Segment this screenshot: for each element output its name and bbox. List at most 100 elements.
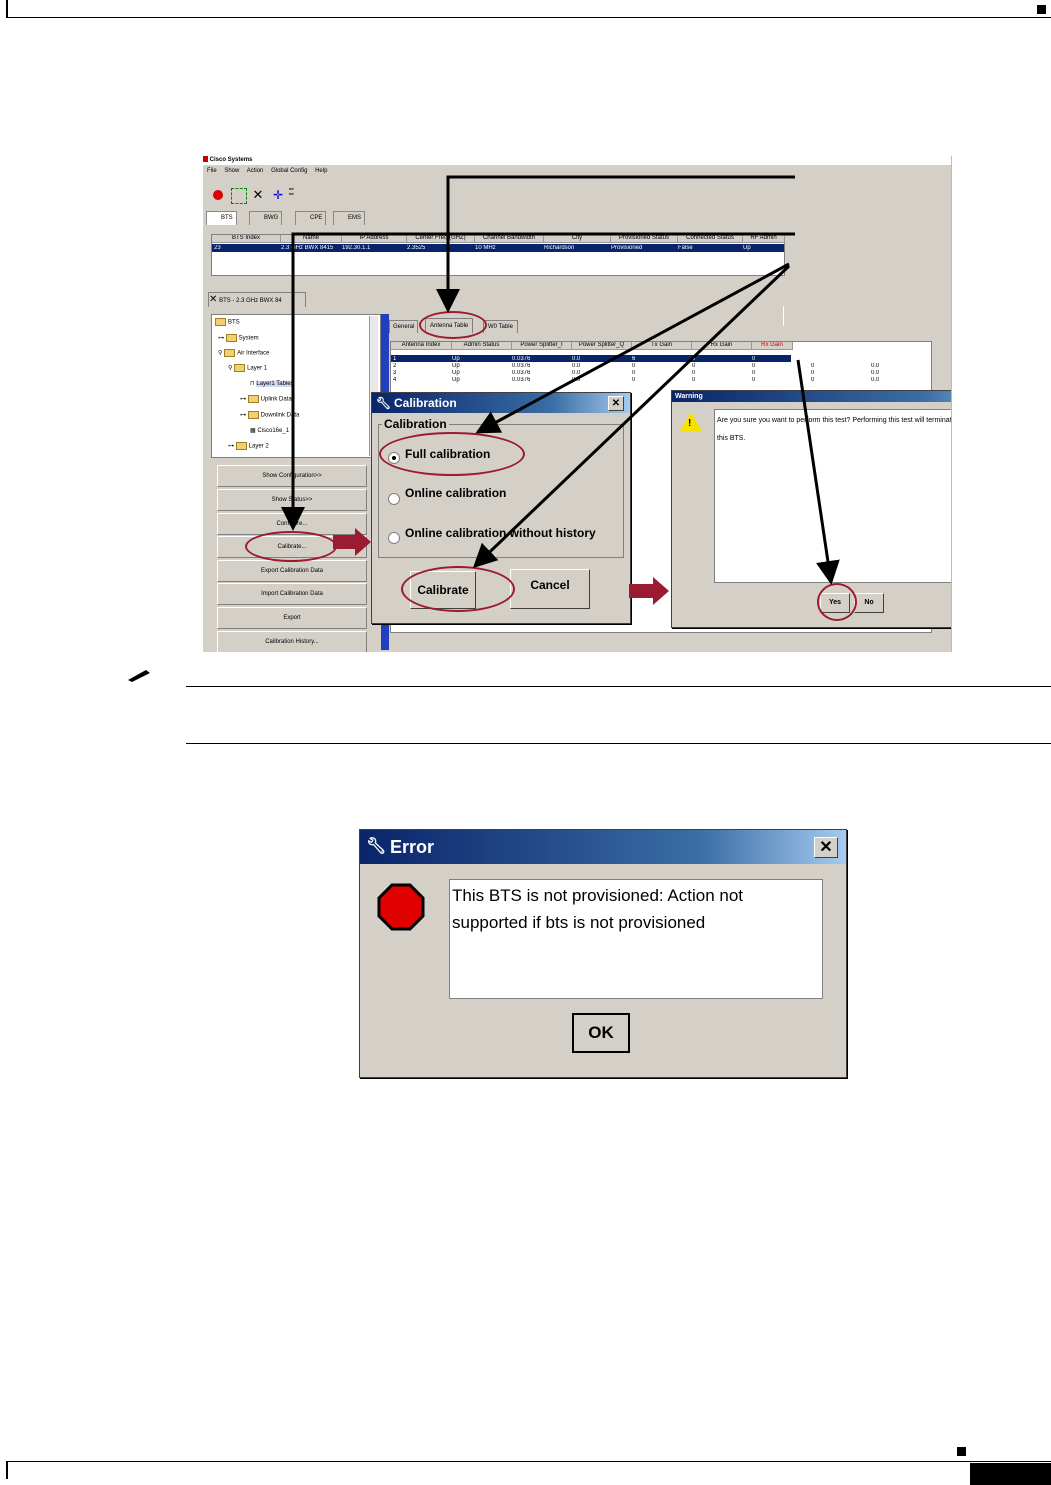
tab-ems[interactable]: EMS (333, 211, 366, 225)
online-calibration-no-history-radio[interactable] (388, 532, 400, 544)
bottom-left-tick (6, 1461, 8, 1479)
table-cell: 4 (393, 377, 397, 383)
table-cell: 3 (393, 370, 397, 376)
network-icon[interactable] (231, 188, 247, 204)
dialog-title: Warning (675, 393, 703, 400)
col-header[interactable]: RF Admin (743, 235, 785, 243)
col-header[interactable]: Name (281, 235, 342, 243)
table-cell: 0.0 (871, 377, 880, 383)
note-rule-top (186, 686, 1051, 687)
table-cell: 0.0 (871, 363, 880, 369)
table-cell: 0 (752, 363, 756, 369)
menu-global-config[interactable]: Global Config (271, 168, 308, 174)
col-header[interactable]: BTS Index (212, 235, 281, 243)
table-cell: Up (452, 370, 460, 376)
table-cell: 0 (811, 363, 815, 369)
tree-item[interactable]: ⚲ Air Interface (218, 349, 270, 357)
table-cell: 0 (632, 370, 636, 376)
ok-button[interactable]: OK (572, 1013, 630, 1053)
table-cell: 192.30.1.1 (342, 245, 371, 251)
table-cell: 0 (752, 377, 756, 383)
col-header[interactable]: Provisioned Status (611, 235, 678, 243)
table-cell: 2 (393, 363, 397, 369)
tree-item[interactable]: ▦ Cisco16e_1 (250, 428, 290, 434)
col-header[interactable]: Power Splitter_I (512, 342, 572, 350)
record-icon[interactable] (211, 188, 225, 202)
table-row-selected[interactable] (391, 355, 791, 362)
col-header[interactable]: Connected Status (678, 235, 743, 243)
online-calibration-radio[interactable] (388, 493, 400, 505)
warning-message-box (714, 409, 951, 583)
menu-help[interactable]: Help (315, 168, 328, 174)
table-cell: Up (452, 363, 460, 369)
col-header[interactable]: Power Splitter_Q (572, 342, 632, 350)
table-cell: 0.0 (572, 356, 581, 362)
grid-icon[interactable]: ■■■■ (289, 186, 294, 196)
warning-icon (680, 412, 702, 431)
figure-border-right (783, 306, 784, 326)
doc-tab-bts[interactable]: ✕ BTS - 2.3 GHz BWX 84 (208, 292, 306, 307)
dialog-title: Calibration (394, 396, 457, 410)
table-cell: 0 (692, 363, 696, 369)
tree-item[interactable]: ⊶ Uplink Data (240, 395, 292, 403)
antenna-icon[interactable]: ✛ (272, 188, 284, 202)
tree-item[interactable]: BTS (215, 318, 240, 327)
menu-action[interactable]: Action (246, 168, 264, 174)
cancel-button[interactable]: Cancel (510, 569, 590, 609)
table-cell: Provisioned (611, 245, 643, 251)
table-cell: 6 (632, 356, 636, 362)
app-title: Cisco Systems (209, 157, 253, 163)
option-label[interactable]: Online calibration without history (405, 526, 596, 540)
col-header[interactable]: Channel Bandwidth (475, 235, 544, 243)
flow-arrow-icon (653, 577, 669, 605)
import-calibration-data-button[interactable]: Import Calibration Data (217, 583, 367, 605)
table-cell: 0 (632, 377, 636, 383)
col-header[interactable]: Antenna Index (391, 342, 452, 350)
table-cell: 0.0 (572, 370, 581, 376)
option-label[interactable]: Online calibration (405, 486, 507, 500)
menu-file[interactable]: File (207, 168, 217, 174)
col-header[interactable]: Admin Status (452, 342, 512, 350)
tools-icon[interactable]: ✕ (252, 187, 264, 202)
menu-show[interactable]: Show (224, 168, 240, 174)
col-header[interactable]: Tx Gain (632, 342, 692, 350)
calibration-history-button[interactable]: Calibration History... (217, 631, 367, 652)
warning-message: Are you sure you want to perform this te… (717, 417, 952, 442)
tab-cpe[interactable]: CPE (295, 211, 327, 225)
col-header[interactable]: Rx Gain (692, 342, 752, 350)
group-label: Calibration (382, 417, 449, 431)
tab-general[interactable]: General (389, 320, 419, 333)
tree-item[interactable]: ⊶ Layer 2 (228, 442, 269, 450)
export-button[interactable]: Export (217, 607, 367, 629)
close-icon[interactable]: ✕ (608, 396, 624, 411)
table-cell: 0.0376 (512, 363, 531, 369)
table-cell: 0 (811, 370, 815, 376)
table-cell: 0.0 (871, 370, 880, 376)
col-header[interactable]: IP Address (342, 235, 407, 243)
tree-item[interactable]: ⚲ Layer 1 (228, 364, 268, 372)
tree-item[interactable]: ⊶ Downlink Data (240, 411, 300, 419)
close-icon[interactable]: ✕ (814, 837, 838, 858)
bottom-right-mark (957, 1447, 966, 1456)
col-header[interactable]: City (544, 235, 611, 243)
tab-bwg[interactable]: BWG (249, 211, 283, 225)
callout-ellipse (379, 432, 525, 476)
note-pencil-icon (126, 668, 152, 682)
tree-scrollbar[interactable] (369, 316, 378, 456)
tree-item-selected[interactable]: ⊓ Layer1 Tables (250, 381, 294, 387)
table-cell: 0 (752, 356, 756, 362)
col-header[interactable]: Center Freq (GHZ) (407, 235, 475, 243)
dialog-title: Error (390, 837, 435, 857)
cisco-logo-icon (203, 156, 208, 163)
tab-bts[interactable]: BTS (206, 211, 237, 225)
table-row-selected[interactable] (212, 244, 784, 252)
calibration-figure: Cisco Systems File Show Action Global Co… (203, 156, 952, 652)
wrench-icon: 🔧︎ (376, 396, 392, 410)
flow-arrow-icon (629, 584, 655, 598)
note-rule-bottom (186, 743, 1051, 744)
col-header[interactable]: Rx Gain (752, 342, 793, 350)
tree-item[interactable]: ⊶ System (218, 334, 259, 342)
top-right-mark (1037, 5, 1046, 14)
table-cell: 0 (692, 377, 696, 383)
table-cell: Up (452, 377, 460, 383)
